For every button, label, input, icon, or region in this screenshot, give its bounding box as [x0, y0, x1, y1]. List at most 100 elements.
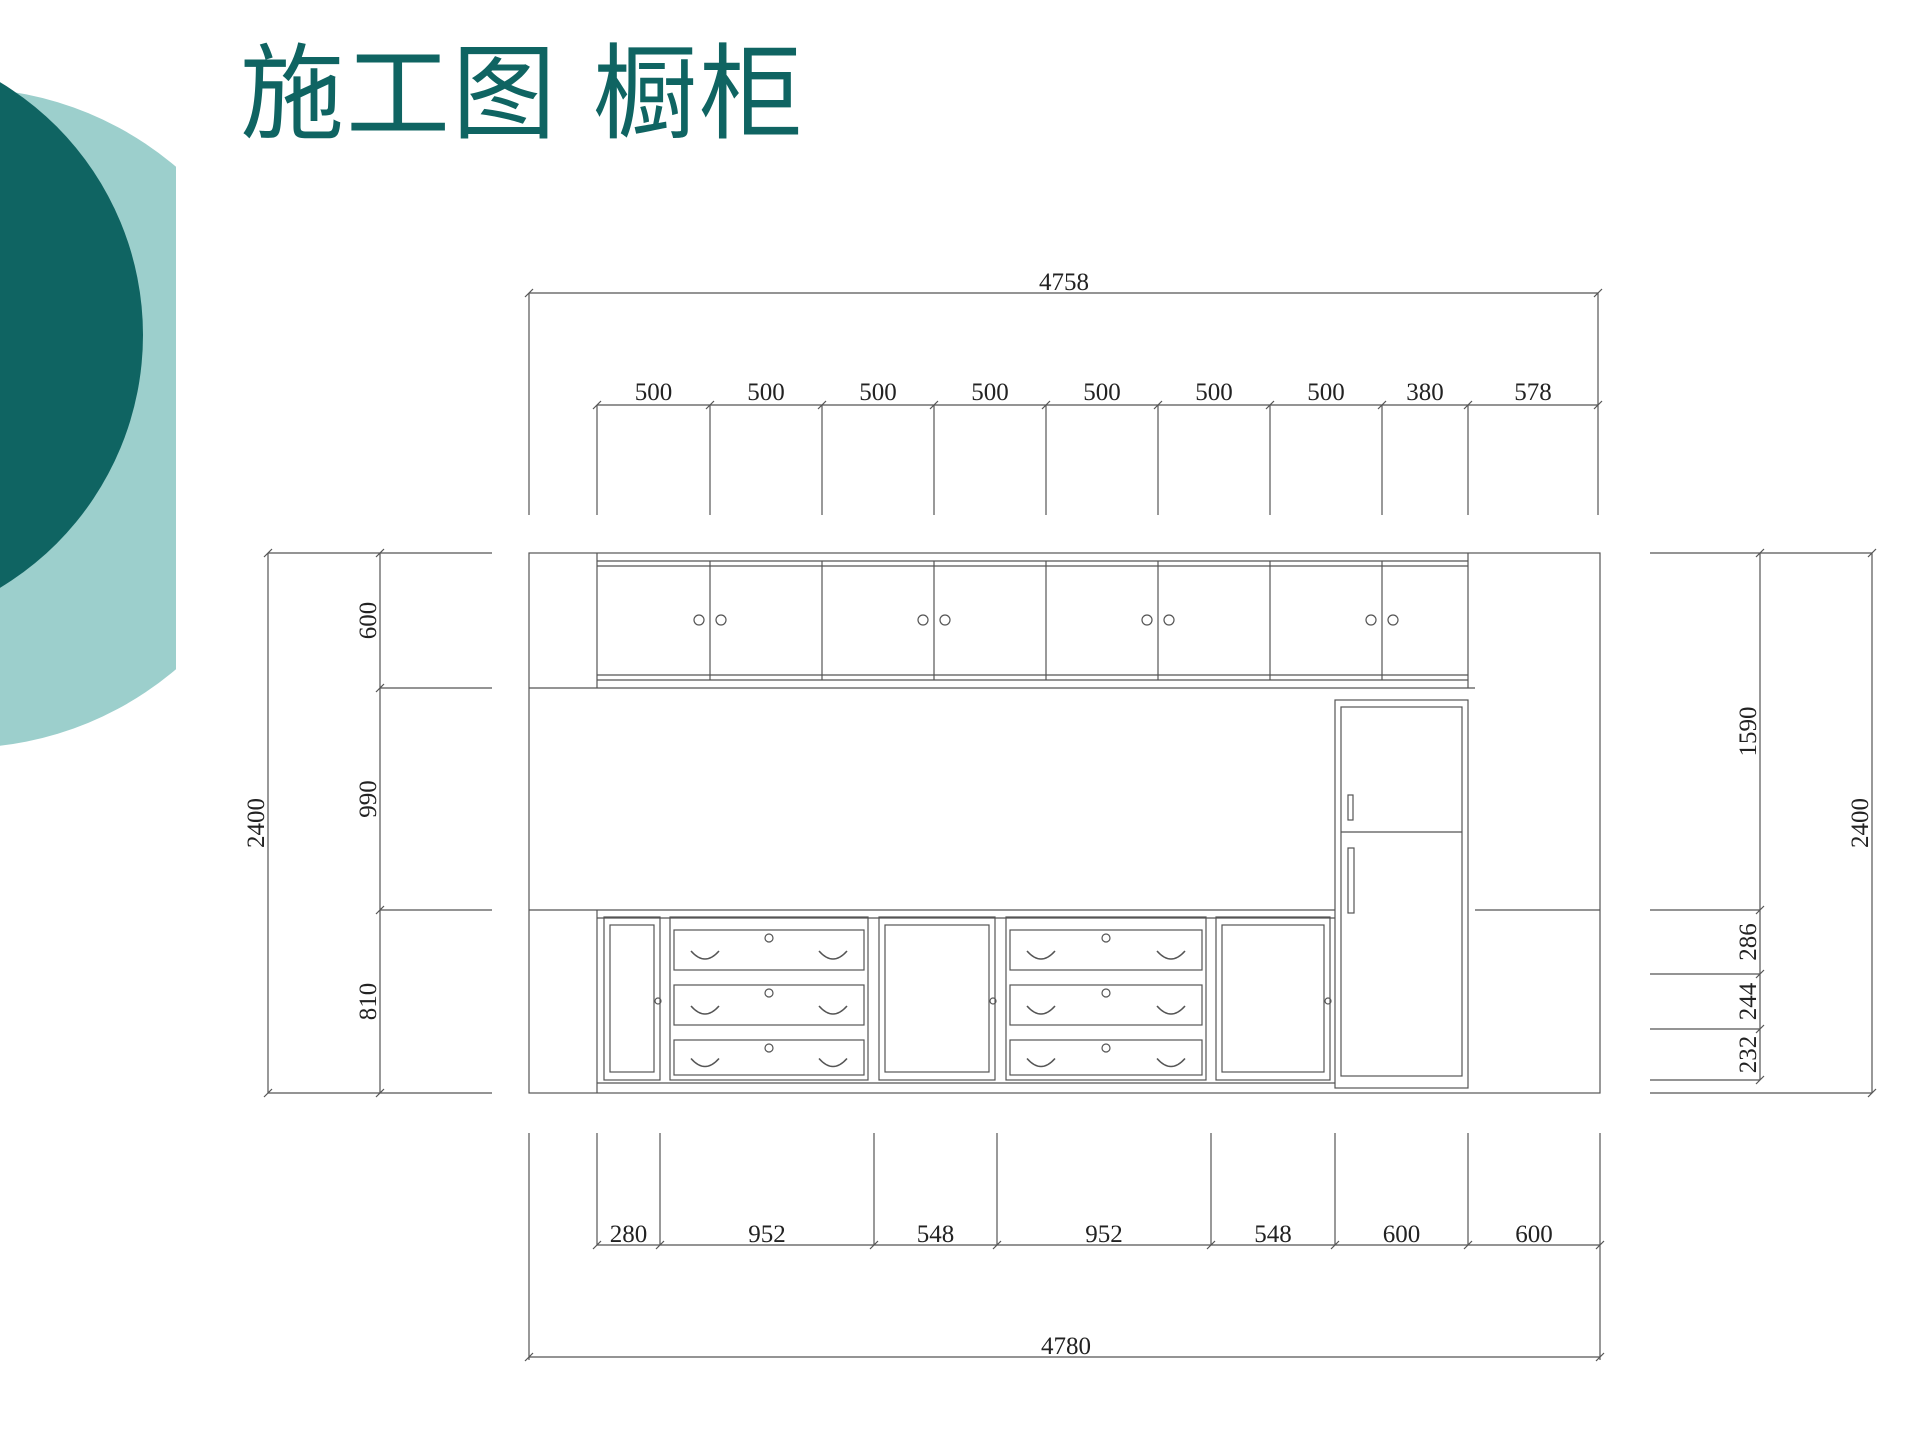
knob-icon — [939, 614, 951, 626]
top-segment-label: 578 — [1514, 379, 1552, 406]
bottom-segment-label: 952 — [1085, 1221, 1123, 1248]
dimension-tick — [1265, 400, 1275, 410]
drawer-front — [673, 984, 865, 1026]
dimension-tick — [1755, 905, 1765, 915]
dimension-tick — [1330, 1240, 1340, 1250]
refrigerator-handle-icon — [1347, 847, 1355, 914]
bottom-segment-label: 600 — [1515, 1221, 1553, 1248]
dimension-tick — [1867, 548, 1877, 558]
refrigerator-outline — [1334, 699, 1469, 1089]
top-segment-label: 380 — [1406, 379, 1444, 406]
base-door — [1215, 916, 1331, 1081]
elevation-outline — [528, 552, 1601, 1094]
door-knob-icon — [1324, 997, 1332, 1005]
refrigerator-handle-icon — [1347, 794, 1354, 821]
drawer-handle-icon — [818, 1058, 848, 1068]
dimension-tick — [524, 1352, 534, 1362]
dimension-tick — [592, 1240, 602, 1250]
top-segment-label: 500 — [971, 379, 1009, 406]
base-door-panel — [609, 924, 655, 1073]
base-door — [603, 916, 661, 1081]
dimension-tick — [524, 288, 534, 298]
top-segment-label: 500 — [1307, 379, 1345, 406]
dimension-tick — [1206, 1240, 1216, 1250]
left-segment-label: 810 — [355, 983, 382, 1021]
drawer-handle-icon — [690, 950, 720, 960]
door-knob-icon — [654, 997, 662, 1005]
drawer-handle-icon — [818, 950, 848, 960]
drawer-handle-icon — [1026, 1005, 1056, 1015]
dimension-tick — [375, 905, 385, 915]
drawer-front — [673, 929, 865, 971]
drawer-handle-icon — [1026, 950, 1056, 960]
drawer-handle-icon — [1156, 1005, 1186, 1015]
drawer-stack — [1005, 916, 1207, 1081]
refrigerator-inner — [1340, 706, 1463, 1077]
top-segment-label: 500 — [635, 379, 673, 406]
left-overall-label: 2400 — [243, 798, 270, 848]
dimension-tick — [1755, 548, 1765, 558]
dimension-tick — [592, 400, 602, 410]
left-segment-label: 990 — [355, 780, 382, 818]
knob-icon — [693, 614, 705, 626]
dimension-tick — [1595, 1352, 1605, 1362]
bottom-segment-label: 548 — [917, 1221, 955, 1248]
drawer-handle-icon — [1026, 1058, 1056, 1068]
dimension-tick — [375, 548, 385, 558]
drawer-handle-icon — [690, 1058, 720, 1068]
top-overall-label: 4758 — [1039, 269, 1089, 296]
right-segment-label: 286 — [1735, 923, 1762, 961]
dimension-tick — [1041, 400, 1051, 410]
dimension-tick — [992, 1240, 1002, 1250]
right-segment-label: 244 — [1735, 982, 1762, 1020]
drawer-handle-icon — [690, 1005, 720, 1015]
bottom-segment-label: 548 — [1254, 1221, 1292, 1248]
drawer-front — [673, 1039, 865, 1076]
knob-icon — [1365, 614, 1377, 626]
drawer-knob-icon — [1101, 933, 1111, 943]
dimension-tick — [929, 400, 939, 410]
base-door — [878, 916, 996, 1081]
knob-icon — [715, 614, 727, 626]
right-segment-label: 232 — [1735, 1036, 1762, 1074]
dimension-tick — [263, 1088, 273, 1098]
bottom-overall-label: 4780 — [1041, 1333, 1091, 1360]
drawer-knob-icon — [1101, 988, 1111, 998]
dimension-tick — [705, 400, 715, 410]
dimension-tick — [1755, 969, 1765, 979]
base-door-panel — [884, 924, 990, 1073]
dimension-tick — [263, 548, 273, 558]
dimension-tick — [1593, 288, 1603, 298]
dimension-tick — [1867, 1088, 1877, 1098]
drawer-knob-icon — [764, 988, 774, 998]
drawer-knob-icon — [764, 1043, 774, 1053]
knob-icon — [1163, 614, 1175, 626]
dark-circle — [0, 82, 143, 588]
dimension-tick — [1463, 1240, 1473, 1250]
drawer-knob-icon — [764, 933, 774, 943]
bottom-segment-label: 600 — [1383, 1221, 1421, 1248]
drawer-front — [1009, 1039, 1203, 1076]
drawer-knob-icon — [1101, 1043, 1111, 1053]
dimension-tick — [817, 400, 827, 410]
bottom-segment-label: 952 — [748, 1221, 786, 1248]
bottom-segment-label: 280 — [610, 1221, 648, 1248]
knob-icon — [917, 614, 929, 626]
top-segment-label: 500 — [1083, 379, 1121, 406]
drawer-stack — [669, 916, 869, 1081]
page-title: 施工图 橱柜 — [240, 33, 806, 155]
dimension-tick — [869, 1240, 879, 1250]
drawer-front — [1009, 984, 1203, 1026]
cabinet-elevation — [528, 552, 1601, 1094]
door-knob-icon — [989, 997, 997, 1005]
dimension-tick — [655, 1240, 665, 1250]
top-segment-label: 500 — [859, 379, 897, 406]
left-segment-label: 600 — [355, 602, 382, 640]
drawer-handle-icon — [1156, 950, 1186, 960]
dimension-tick — [375, 683, 385, 693]
top-segment-label: 500 — [1195, 379, 1233, 406]
knob-icon — [1387, 614, 1399, 626]
dimension-tick — [1153, 400, 1163, 410]
